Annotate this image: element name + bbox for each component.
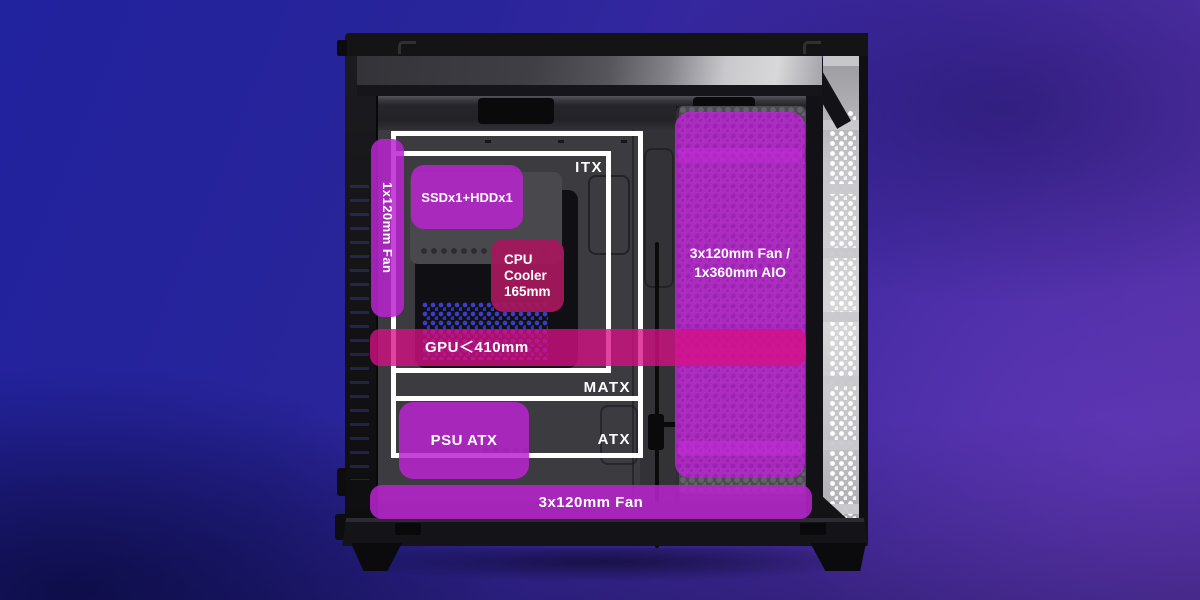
screw-mark [558, 140, 564, 143]
side-fan-zone: 3x120mm Fan / 1x360mm AIO [675, 112, 805, 478]
itx-label: ITX [575, 159, 603, 176]
cable-cutout-2 [644, 148, 674, 288]
screw-mark [621, 140, 627, 143]
storage-zone-label: SSDx1+HDDx1 [421, 189, 513, 205]
cable-channel [640, 130, 678, 524]
bottom-fan-zone: 3x120mm Fan [370, 485, 812, 519]
ssd-bracket-holes [420, 247, 550, 256]
matx-label: MATX [583, 379, 631, 396]
top-glass-panel [357, 56, 822, 86]
side-fan-zone-label: 3x120mm Fan / 1x360mm AIO [675, 244, 805, 282]
bottom-notch-right [800, 523, 826, 535]
cable-connector [648, 414, 664, 450]
side-fan-line1: 3x120mm Fan / [689, 245, 791, 261]
case-bottom-frame [342, 518, 868, 546]
top-glass-sill [357, 85, 822, 96]
side-fan-line2: 1x360mm AIO [693, 264, 787, 280]
bottom-sill [342, 518, 868, 522]
top-latch-left [398, 41, 416, 54]
cpu-cooler-line2: Cooler [504, 267, 547, 283]
gpu-zone: GPU＜410mm [370, 329, 806, 366]
front-tab-lower [335, 514, 346, 540]
cpu-cooler-line3: 165mm [504, 283, 551, 299]
atx-label: ATX [597, 431, 631, 448]
case-shadow [340, 548, 870, 582]
cpu-cooler-zone: CPU Cooler 165mm [491, 239, 564, 312]
top-frame-tab [337, 40, 347, 56]
storage-zone: SSDx1+HDDx1 [411, 165, 523, 229]
front-fan-zone-label: 1x120mm Fan [380, 182, 395, 274]
top-cutout-slot-1 [478, 98, 554, 124]
glass-vent-gaps [823, 56, 859, 538]
front-fan-zone: 1x120mm Fan [371, 139, 404, 317]
side-glass-panel [823, 56, 859, 538]
case-top-frame [345, 33, 868, 56]
cpu-cooler-line1: CPU [504, 251, 533, 267]
cable-cutout-3 [600, 405, 638, 465]
tray-seam-1 [632, 130, 634, 526]
gpu-zone-label: GPU＜410mm [425, 339, 529, 356]
screw-mark [485, 140, 491, 143]
psu-zone-label: PSU ATX [430, 432, 498, 449]
bottom-fan-zone-label: 3x120mm Fan [538, 493, 644, 511]
side-fan-rail [678, 148, 802, 162]
front-panel-cable [655, 242, 659, 548]
case-right-edge [859, 33, 868, 541]
front-tab-upper [337, 468, 346, 496]
top-latch-right [803, 41, 821, 54]
bottom-notch-left [395, 523, 421, 535]
psu-zone: PSU ATX [399, 402, 529, 479]
front-vent-slots [350, 185, 369, 480]
side-fan-rail [678, 441, 802, 456]
